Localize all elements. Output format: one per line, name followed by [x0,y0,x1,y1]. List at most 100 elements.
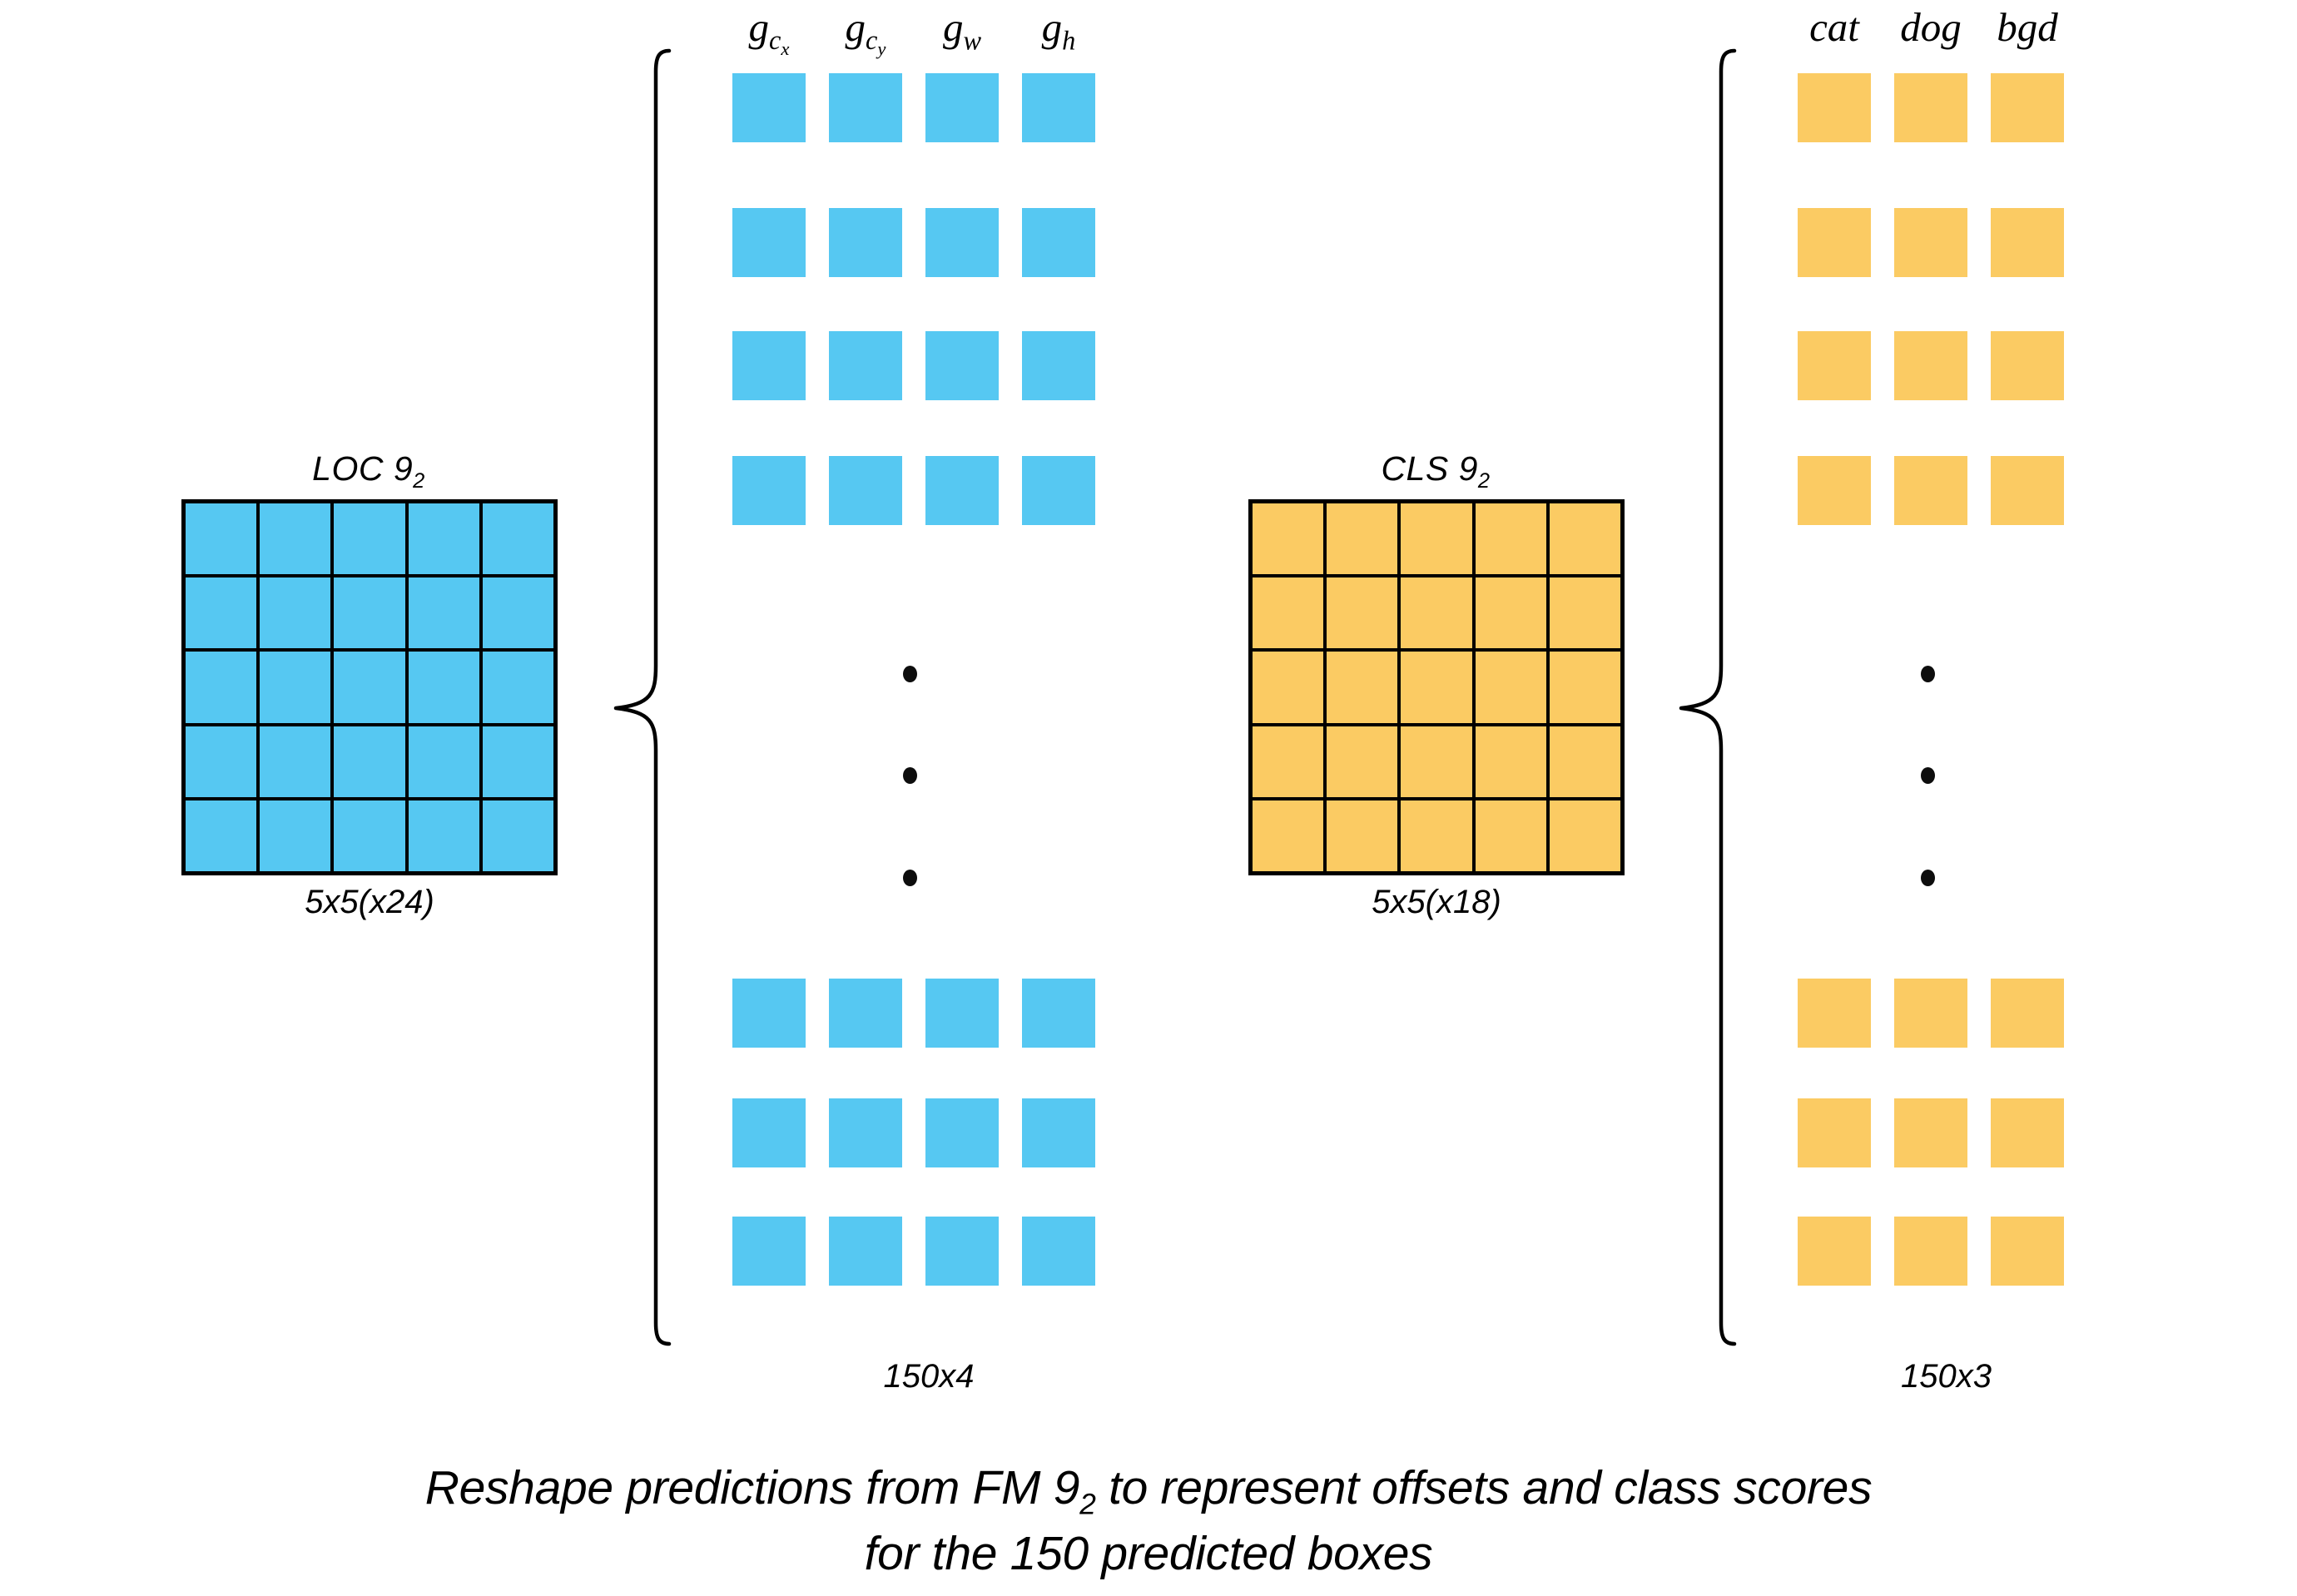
cls-box-cell-top-0-2 [1991,73,2064,142]
cls-feature-map-title: CLS 92 [1248,449,1623,493]
loc-box-cell-bottom-2-2 [925,1217,999,1286]
loc-reshaped-shape-label: 150x4 [883,1358,975,1395]
loc-grid-cell [260,652,331,723]
cls-grid-cell [1327,577,1398,649]
cls-grid-cell [1253,726,1324,797]
cls-column-header-1-base: dog [1900,4,1962,50]
cls-box-cell-bottom-1-1 [1894,1098,1967,1167]
loc-box-cell-top-2-2 [925,331,999,400]
loc-grid-cell [186,800,257,871]
loc-grid-cell [482,652,553,723]
loc-grid-cell [260,800,331,871]
caption-line-1-rest: to represent offsets and class scores [1095,1461,1873,1514]
cls-box-cell-bottom-0-2 [1991,979,2064,1048]
loc-grid-cell [408,652,479,723]
cls-grid-cell [1401,800,1472,871]
cls-box-cell-bottom-2-2 [1991,1217,2064,1286]
cls-grid-cell [1401,577,1472,649]
loc-grid-cell [482,503,553,575]
cls-column-header-1: dog [1894,7,1967,47]
loc-box-cell-bottom-2-3 [1022,1217,1095,1286]
loc-box-cell-bottom-1-3 [1022,1098,1095,1167]
loc-box-cell-top-2-0 [732,331,806,400]
cls-box-cell-bottom-1-2 [1991,1098,2064,1167]
loc-box-cell-top-0-2 [925,73,999,142]
loc-box-cell-bottom-0-2 [925,979,999,1048]
caption-line-2: for the 150 predicted boxes [864,1526,1433,1580]
loc-box-cell-top-1-0 [732,208,806,277]
loc-box-cell-top-1-3 [1022,208,1095,277]
loc-grid-cell [408,726,479,797]
cls-box-cell-top-0-0 [1798,73,1871,142]
loc-grouping-brace [613,48,672,1346]
loc-box-cell-bottom-2-1 [829,1217,902,1286]
cls-grid-cell [1327,503,1398,575]
cls-grid-cell [1549,503,1620,575]
cls-grid-cell [1475,503,1546,575]
cls-grid-cell [1475,652,1546,723]
cls-ellipsis-dot-2 [1921,870,1935,886]
cls-grid-cell [1327,726,1398,797]
loc-column-header-1-base: g [845,4,866,50]
loc-grid-cell [334,577,405,649]
loc-box-cell-top-2-1 [829,331,902,400]
loc-box-cell-bottom-1-0 [732,1098,806,1167]
loc-grid-cell [408,800,479,871]
cls-box-cell-top-2-2 [1991,331,2064,400]
caption-line-1-subscript: 2 [1079,1488,1096,1521]
cls-box-cell-top-3-1 [1894,456,1967,525]
loc-grid-cell [482,800,553,871]
cls-grid-cell [1253,800,1324,871]
cls-box-cell-top-0-1 [1894,73,1967,142]
loc-feature-map-title: LOC 92 [181,449,556,493]
loc-column-header-3-sub: h [1062,25,1076,56]
loc-column-header-1-subsub: y [877,38,886,60]
loc-grid-cell [186,577,257,649]
loc-feature-map-grid [181,499,558,875]
cls-box-cell-top-1-0 [1798,208,1871,277]
loc-ellipsis-dot-1 [903,767,917,784]
cls-ellipsis-dot-1 [1921,767,1935,784]
cls-reshaped-shape-label: 150x3 [1901,1358,1992,1395]
cls-grid-cell [1549,800,1620,871]
loc-column-header-1: gcy [829,7,902,59]
loc-grid-cell [260,726,331,797]
loc-grid-cell [334,503,405,575]
loc-column-header-0-subsub: x [781,38,790,60]
loc-box-cell-top-0-0 [732,73,806,142]
cls-grid-cell [1401,726,1472,797]
loc-box-cell-bottom-2-0 [732,1217,806,1286]
loc-box-cell-top-3-2 [925,456,999,525]
cls-grid-cell [1549,577,1620,649]
loc-column-header-3: gh [1022,7,1095,54]
loc-column-header-2-sub: w [963,25,982,56]
loc-grid-cell [334,652,405,723]
cls-ellipsis-dot-0 [1921,666,1935,682]
cls-column-header-0: cat [1798,7,1871,47]
cls-column-header-0-base: cat [1809,4,1859,50]
cls-grid-cell [1475,800,1546,871]
loc-column-header-3-base: g [1041,4,1063,50]
cls-column-header-2: bgd [1991,7,2064,47]
loc-box-cell-top-2-3 [1022,331,1095,400]
figure-caption: Reshape predictions from FM 92 to repres… [0,1458,2297,1584]
cls-title-text: CLS 9 [1381,449,1478,488]
loc-grid-cell [186,652,257,723]
loc-column-header-1-sub: cy [866,25,886,60]
cls-feature-map-grid [1248,499,1625,875]
loc-column-header-0-sub: cx [769,25,790,60]
loc-column-header-2-base: g [942,4,964,50]
cls-box-cell-bottom-1-0 [1798,1098,1871,1167]
cls-box-cell-top-3-2 [1991,456,2064,525]
cls-box-cell-bottom-0-0 [1798,979,1871,1048]
cls-box-cell-top-3-0 [1798,456,1871,525]
loc-grid-cell [186,503,257,575]
cls-grid-cell [1253,577,1324,649]
loc-column-header-0: gcx [732,7,806,59]
loc-box-cell-bottom-0-3 [1022,979,1095,1048]
loc-box-cell-top-0-1 [829,73,902,142]
cls-grid-cell [1327,800,1398,871]
loc-grid-cell [334,800,405,871]
cls-title-subscript: 2 [1477,468,1491,493]
